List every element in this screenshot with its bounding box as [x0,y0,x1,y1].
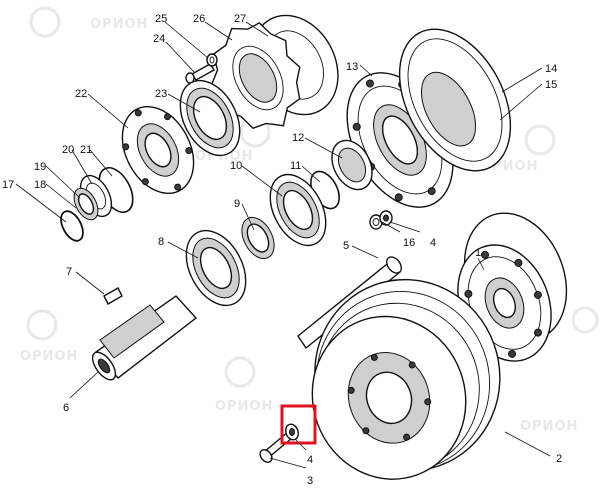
label-4-bottom: 4 [307,454,313,466]
label-1: 1 [475,247,481,259]
label-3: 3 [307,475,313,487]
watermark-text: ОРИОН [215,399,273,414]
label-16: 16 [403,237,415,249]
part-19-ring[interactable] [69,184,103,223]
part-23-bearing[interactable] [168,70,251,165]
label-6: 6 [63,402,69,414]
label-8: 8 [158,236,164,248]
label-24: 24 [153,33,165,45]
part-22-flange[interactable] [108,94,208,205]
leader-lines [15,21,551,469]
label-18: 18 [34,179,46,191]
part-2-pulley[interactable] [280,253,527,499]
label-23: 23 [155,88,167,100]
label-15: 15 [545,79,557,91]
watermark-logo: ОРИОН [215,356,273,414]
label-17: 17 [2,179,14,191]
label-5: 5 [343,240,349,252]
part-14-drum[interactable] [377,10,533,189]
part-6-shaft[interactable] [88,295,198,384]
part-25-washer[interactable] [206,53,218,67]
label-12: 12 [292,132,304,144]
label-9: 9 [234,198,240,210]
watermark-text: ОРИОН [20,349,78,364]
label-2: 2 [556,453,562,465]
label-7: 7 [66,266,72,278]
watermark-logo: ОРИОН [520,306,599,434]
label-25: 25 [155,13,167,25]
part-8-bearing[interactable] [174,220,257,315]
label-11: 11 [290,160,301,172]
part-24-bolt[interactable] [185,63,216,84]
label-4-top: 4 [430,237,436,249]
label-22: 22 [75,88,87,100]
part-4-nut[interactable] [379,210,393,226]
watermark-text: ОРИОН [90,17,148,32]
part-7-key[interactable] [103,287,123,305]
label-19: 19 [34,161,46,173]
watermark-logo: ОРИОН [20,309,78,364]
label-13: 13 [346,61,358,73]
label-21: 21 [80,144,92,156]
part-9-spacer[interactable] [235,212,280,264]
part-16-washer[interactable] [369,214,383,230]
part-26-flange[interactable] [193,9,321,146]
label-10: 10 [230,160,242,172]
part-labels: 25 26 27 24 13 14 15 22 23 12 20 21 19 1… [2,13,562,487]
part-12-seal[interactable] [324,134,380,197]
label-14: 14 [545,63,557,75]
watermark-logo: ОРИОН [29,6,148,38]
part-10-bearing[interactable] [259,165,337,255]
label-27: 27 [234,13,246,25]
part-17-circlip[interactable] [57,208,88,245]
watermark-text: ОРИОН [520,419,578,434]
label-26: 26 [193,13,205,25]
label-20: 20 [62,144,74,156]
